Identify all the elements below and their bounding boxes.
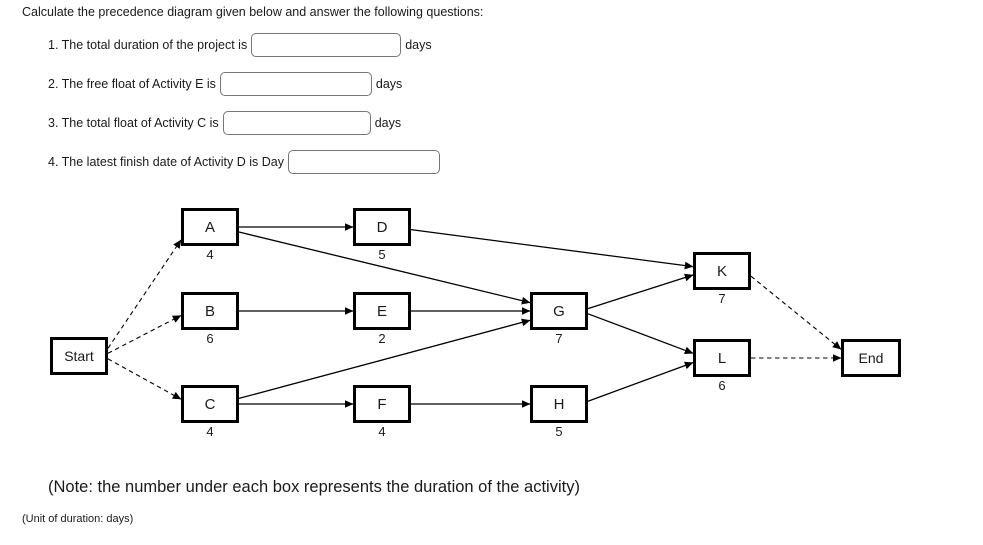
duration-note: (Note: the number under each box represe…	[48, 478, 580, 496]
duration-h: 5	[555, 424, 563, 439]
node-start: Start	[50, 337, 108, 375]
node-c: C	[181, 385, 239, 423]
node-label: D	[376, 218, 388, 236]
node-a: A	[181, 208, 239, 246]
question-row-2: 2. The free float of Activity E is days	[48, 72, 402, 96]
node-label: F	[377, 395, 387, 413]
question-row-1: 1. The total duration of the project is …	[48, 33, 432, 57]
node-label: K	[716, 262, 727, 280]
node-l: L	[693, 339, 751, 377]
node-end: End	[841, 339, 901, 377]
question-label-1: 1. The total duration of the project is	[48, 38, 248, 52]
node-label: A	[204, 218, 215, 236]
edge-h-to-l	[587, 361, 694, 402]
node-k: K	[693, 252, 751, 290]
node-g: G	[530, 292, 588, 330]
question-label-2: 2. The free float of Activity E is	[48, 77, 216, 91]
duration-b: 6	[206, 331, 214, 346]
question-label-4: 4. The latest finish date of Activity D …	[48, 155, 284, 169]
question-row-3: 3. The total float of Activity C is days	[48, 111, 401, 135]
node-label: E	[376, 302, 387, 320]
duration-g: 7	[555, 331, 563, 346]
node-label: End	[858, 350, 884, 366]
duration-c: 4	[206, 424, 214, 439]
question-unit-2: days	[375, 77, 403, 91]
duration-k: 7	[718, 291, 726, 306]
free-float-e-input[interactable]	[219, 72, 372, 96]
node-label: L	[717, 349, 727, 367]
total-float-c-input[interactable]	[222, 111, 371, 135]
question-unit-3: days	[374, 116, 402, 130]
edge-start-to-b	[107, 315, 182, 354]
edge-layer	[107, 223, 842, 408]
edge-c-to-g	[238, 318, 531, 400]
question-row-4: 4. The latest finish date of Activity D …	[48, 150, 444, 174]
node-d: D	[353, 208, 411, 246]
question-unit-1: days	[405, 38, 432, 52]
node-h: H	[530, 385, 588, 423]
edge-k-to-end	[750, 275, 842, 350]
page-title: Calculate the precedence diagram given b…	[22, 5, 484, 19]
edge-g-to-l	[587, 313, 694, 355]
edge-d-to-k	[410, 228, 694, 270]
question-label-3: 3. The total float of Activity C is	[48, 116, 219, 130]
node-label: H	[553, 395, 565, 413]
node-label: C	[204, 395, 216, 413]
edge-start-to-a	[107, 239, 182, 349]
duration-e: 2	[378, 331, 386, 346]
latest-finish-d-input[interactable]	[288, 150, 440, 174]
node-e: E	[353, 292, 411, 330]
node-f: F	[353, 385, 411, 423]
edge-g-to-k	[587, 273, 694, 310]
total-duration-input[interactable]	[251, 33, 402, 57]
node-b: B	[181, 292, 239, 330]
unit-note: (Unit of duration: days)	[22, 513, 134, 525]
node-label: B	[204, 302, 215, 320]
duration-l: 6	[718, 378, 726, 393]
node-label: Start	[64, 348, 94, 364]
node-label: G	[553, 302, 565, 320]
duration-a: 4	[206, 247, 214, 262]
duration-d: 5	[378, 247, 386, 262]
edge-a-to-g	[238, 231, 531, 305]
duration-f: 4	[378, 424, 386, 439]
edge-start-to-c	[107, 358, 182, 400]
